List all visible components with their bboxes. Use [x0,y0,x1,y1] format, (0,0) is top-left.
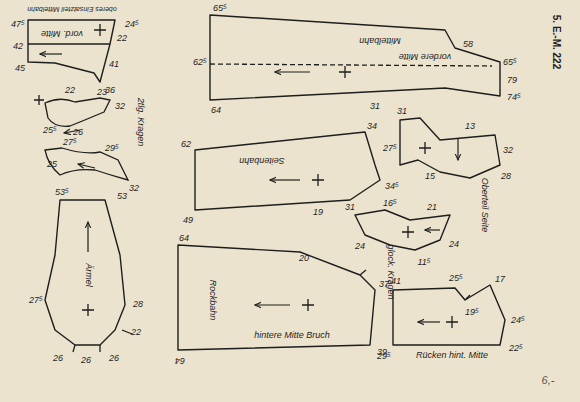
piece-outline-path [210,15,500,100]
dimension-number: 19⁵ [465,308,479,317]
grain-arrows [40,54,458,322]
dimension-number: 74⁵ [507,93,521,102]
pattern-piece: Ärmel [43,198,127,347]
piece-outline-path [45,200,125,345]
piece-outline [391,283,507,347]
dimension-number: 27⁵ [383,144,397,153]
sheet-title: 5. E.-M. 222 [551,15,561,69]
dimension-number: 65⁵ [503,58,517,67]
piece-outline [26,18,117,84]
dimension-number: 20 [299,254,309,263]
price-note: 6,- [542,375,555,386]
pattern-piece: oberes Einsatzteil Mittelbahnvord. Mitte [26,18,117,84]
piece-outline-path [400,118,500,178]
dimension-number: 28 [133,300,143,309]
dimension-number: 13 [465,122,475,131]
piece-name: vord. Mitte [41,29,83,38]
pattern-piece: Oberteil Seite [398,116,502,180]
pattern-piece: Rockbahn hintere Mitte Bruch [176,243,377,352]
dimension-number: 29⁵ [377,352,391,361]
dimension-number: 24⁵ [125,20,139,29]
dimension-number: 11⁵ [417,258,430,267]
piece-outline-path [178,245,375,350]
dimension-number: 22 [117,34,127,43]
dimension-number: 34 [367,122,377,131]
dimension-number: 21 [427,203,437,212]
dimension-number: 37 [379,280,389,289]
dimension-number: 47⁵ [11,20,25,29]
piece-outline [353,208,452,252]
dimension-number: 26 [109,354,119,363]
piece-name: Rockbahn [208,280,217,321]
dimension-number: 29⁵ [105,144,119,153]
piece-name: Ärmel [84,263,93,287]
pattern-lines [28,44,492,352]
dimension-number: 62 [181,140,191,149]
dimension-number: 17 [495,275,505,284]
piece-outline-path [28,20,115,82]
piece-outline-path [195,132,380,210]
dimension-number: 26 [73,128,83,137]
pattern-piece: Rücken hint. Mitte [391,283,507,347]
dimension-number: 22 [131,328,141,337]
dimension-number: 36 [105,86,115,95]
piece-name: Mittelbahn [359,36,401,45]
dimension-number: 24 [355,242,365,251]
dimension-number: 2tlg. Kragen [136,98,145,147]
dimension-number: 65⁵ [213,4,227,13]
dimension-number: 26 [81,356,91,365]
piece-outline [193,130,382,212]
piece-outline [208,13,502,102]
piece-name: oberes Einsatzteil Mittelbahn [27,6,117,13]
piece-name: Oberteil Seite [480,178,489,233]
pattern-piece: Mittelbahn vordere Mitte [208,13,502,102]
dimension-number: 15 [425,172,435,181]
dimension-number: 28 [501,172,511,181]
dimension-number: 34⁵ [385,182,399,191]
dimension-number: 32 [129,184,139,193]
piece-name: hintere Mitte Bruch [254,331,330,340]
dimension-number: 62⁵ [193,58,207,67]
dimension-number: 27⁵ [63,138,77,147]
dimension-number: 31 [397,107,407,116]
dimension-number: 58 [463,40,473,49]
dimension-number: 25⁵ [449,274,463,283]
grain-crosses [34,24,458,328]
piece-name: Rücken hint. Mitte [416,351,488,360]
dimension-number: 24⁵ [511,316,525,325]
piece-name: Seitenbahn [239,156,285,165]
dimension-number: 53⁵ [55,188,69,197]
dimension-number: 49 [183,216,193,225]
dimension-number: 79 [507,76,517,85]
piece-outline-path [355,210,450,250]
pattern-piece: glock. Kragen [353,208,452,252]
dimension-number: 32 [503,146,513,155]
piece-name: vordere Mitte [399,52,452,61]
dimension-number: 32 [115,102,125,111]
pattern-piece: Seitenbahn [193,130,382,212]
dimension-number: 45 [15,64,25,73]
dimension-number: 16⁵ [383,199,397,208]
dimension-number: 64 [179,234,189,243]
dimension-number: 41 [391,277,401,286]
piece-outline-path [393,285,505,345]
dimension-number: 27⁵ [29,296,43,305]
dimension-number: 42 [13,42,23,51]
dimension-number: 26 [53,354,63,363]
dimension-number: 41 [109,60,119,69]
dimension-number: 24 [449,240,459,249]
dimension-number: 25⁵ [43,126,57,135]
dimension-number: 22⁵ [509,344,523,353]
dimension-number: 31 [370,102,380,111]
dimension-number: 64 [211,106,221,115]
dimension-number: 22 [65,86,75,95]
dimension-number: 53 [117,192,127,201]
dimension-number: 19 [313,208,323,217]
dimension-number: 31 [345,203,355,212]
piece-outline [398,116,502,180]
dimension-number: 64 [175,356,185,365]
dimension-number: 25 [47,160,57,169]
